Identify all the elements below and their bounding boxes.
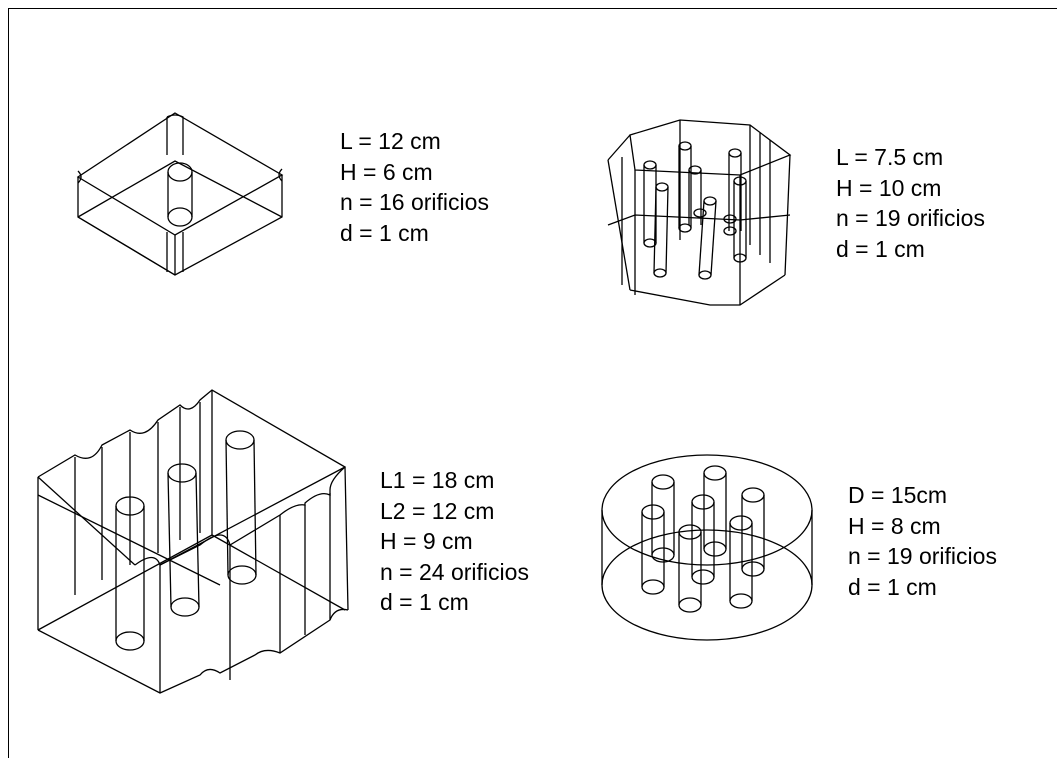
spec-length-1: L1 = 18 cm [380, 467, 495, 493]
square-block-drawing [76, 112, 284, 276]
rectangular-block-specs: L1 = 18 cm L2 = 12 cm H = 9 cm n = 24 or… [380, 465, 529, 618]
spec-length: L = 7.5 cm [836, 144, 944, 170]
spec-height: H = 9 cm [380, 528, 473, 554]
spec-hole-count: n = 16 orificios [340, 189, 489, 215]
spec-height: H = 6 cm [340, 158, 433, 185]
spec-hole-diameter: d = 1 cm [848, 573, 937, 600]
spec-height: H = 8 cm [848, 512, 941, 539]
spec-length-2: L2 = 12 cm [380, 497, 495, 524]
diagram-frame [8, 8, 1057, 758]
spec-height: H = 10 cm [836, 174, 942, 201]
spec-hole-diameter: d = 1 cm [836, 235, 925, 262]
cylindrical-block-specs: D = 15cm H = 8 cm n = 19 orificios d = 1… [848, 480, 997, 602]
spec-diameter: D = 15cm [848, 482, 948, 508]
hexagonal-block-specs: L = 7.5 cm H = 10 cm n = 19 orificios d … [836, 142, 985, 264]
spec-hole-count: n = 19 orificios [848, 543, 997, 569]
spec-hole-count: n = 24 orificios [380, 558, 529, 585]
rectangular-block-drawing [37, 389, 349, 694]
cylindrical-block-drawing [601, 454, 813, 641]
spec-hole-diameter: d = 1 cm [380, 589, 469, 615]
hexagonal-block-drawing [607, 119, 792, 306]
spec-hole-count: n = 19 orificios [836, 205, 985, 231]
spec-length: L = 12 cm [340, 128, 441, 154]
square-block-specs: L = 12 cm H = 6 cm n = 16 orificios d = … [340, 126, 489, 248]
spec-hole-diameter: d = 1 cm [340, 219, 429, 246]
